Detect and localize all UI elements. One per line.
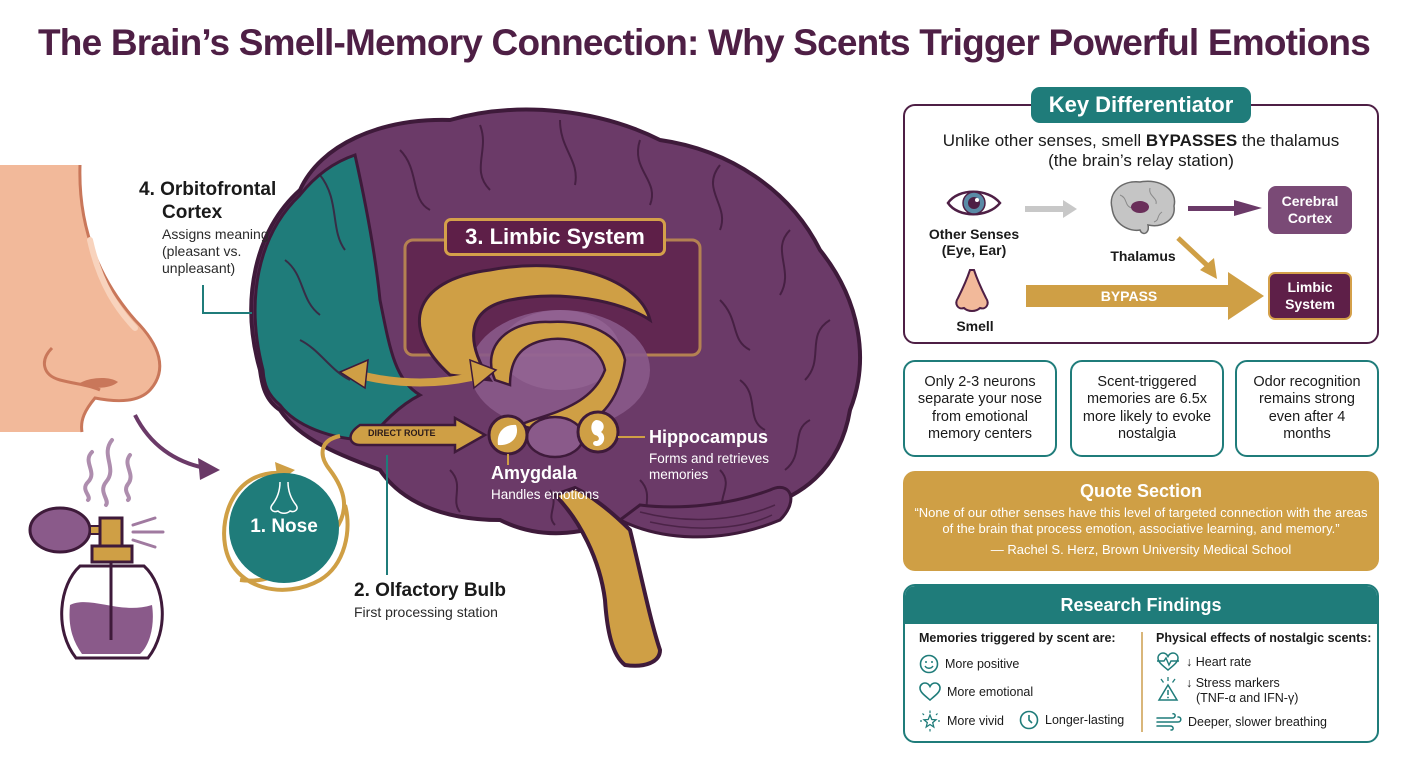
list-item: ↓ Stress markers(TNF-α and IFN-γ) [1156,676,1298,706]
list-item: More positive [919,654,1019,674]
ofc-leader-line [202,285,252,314]
eye-icon [946,190,1002,216]
thalamus-label: Thalamus [1110,248,1176,264]
page-title: The Brain’s Smell-Memory Connection: Why… [37,22,1371,63]
inhale-arrow [133,414,220,480]
ofc-label: 4. Orbitofrontal Cortex [139,179,277,223]
physical-effects-heading: Physical effects of nostalgic scents: [1156,631,1372,645]
quote-text: “None of our other senses have this leve… [914,505,1368,536]
nose-step-label: 1. Nose [250,516,318,537]
stat-card: Odor recognition remains strong even aft… [1235,360,1379,457]
ofc-description: Assigns meaning (pleasant vs. unpleasant… [162,226,269,276]
nose-step-circle [222,462,350,592]
smile-icon [919,654,939,674]
quote-section: Quote Section “None of our other senses … [903,471,1379,571]
hippocampus-label: Hippocampus [649,427,769,447]
quote-attribution: — Rachel S. Herz, Brown University Medic… [990,542,1292,557]
memories-heading: Memories triggered by scent are: [919,631,1116,645]
bypass-label: BYPASS [1100,288,1158,304]
olfactory-bulb-label: 2. Olfactory Bulb [354,580,507,601]
research-findings-panel: Research Findings Memories triggered by … [903,584,1379,743]
direct-route-label: DIRECT ROUTE [368,428,436,438]
list-item: Deeper, slower breathing [1156,713,1327,731]
amygdala-label: Amygdala [491,463,578,483]
key-differentiator-subtitle: Unlike other senses, smell BYPASSES the … [942,131,1340,170]
amygdala-almond-icon [487,414,529,465]
wind-breath-icon [1156,713,1182,731]
clock-icon [1019,710,1039,730]
human-nose-illustration [0,164,162,433]
stat-card: Only 2-3 neurons separate your nose from… [903,360,1057,457]
other-senses-label: Other Senses (Eye, Ear) [928,226,1020,258]
key-differentiator-title: Key Differentiator [1031,87,1251,123]
nose-icon [955,269,989,312]
smell-label: Smell [956,318,994,334]
list-item: Longer-lasting [1019,710,1124,730]
nose-outline-icon [270,481,298,514]
purple-arrow-to-cortex [1188,200,1262,216]
scent-wisps-icon [83,438,133,507]
hippocampus-description: Forms and retrieves memories [649,451,770,482]
research-findings-title: Research Findings [905,586,1377,624]
perfume-bottle-icon [28,506,165,660]
sparkle-star-icon [920,710,940,732]
list-item: More emotional [919,682,1033,702]
heart-icon [919,682,941,702]
stat-card: Scent-triggered memories are 6.5x more l… [1070,360,1224,457]
gray-arrow-to-thalamus [1025,200,1077,218]
gold-diagonal-arrow [1176,236,1217,279]
ofc-limbic-double-arrow [338,358,498,390]
quote-title: Quote Section [1079,481,1202,501]
bypass-flow-diagram [946,180,1264,320]
list-item: More vivid [919,710,1004,732]
limbic-system-label: 3. Limbic System [444,218,666,256]
stress-alert-icon [1157,677,1179,701]
research-divider [1141,632,1143,732]
list-item: ↓ Heart rate [1156,652,1251,672]
heart-rate-icon [1157,652,1179,671]
limbic-system-box: Limbic System [1268,272,1352,320]
bypass-arrow [1026,272,1264,320]
brain-illustration [249,107,862,668]
amygdala-description: Handles emotions [491,487,600,502]
hippocampus-seahorse-icon [576,410,645,454]
thalamus-brain-icon [1110,180,1176,235]
smell-pathway-illustration [0,107,862,668]
cerebral-cortex-box: Cerebral Cortex [1268,186,1352,234]
olfactory-bulb-description: First processing station [354,604,498,620]
